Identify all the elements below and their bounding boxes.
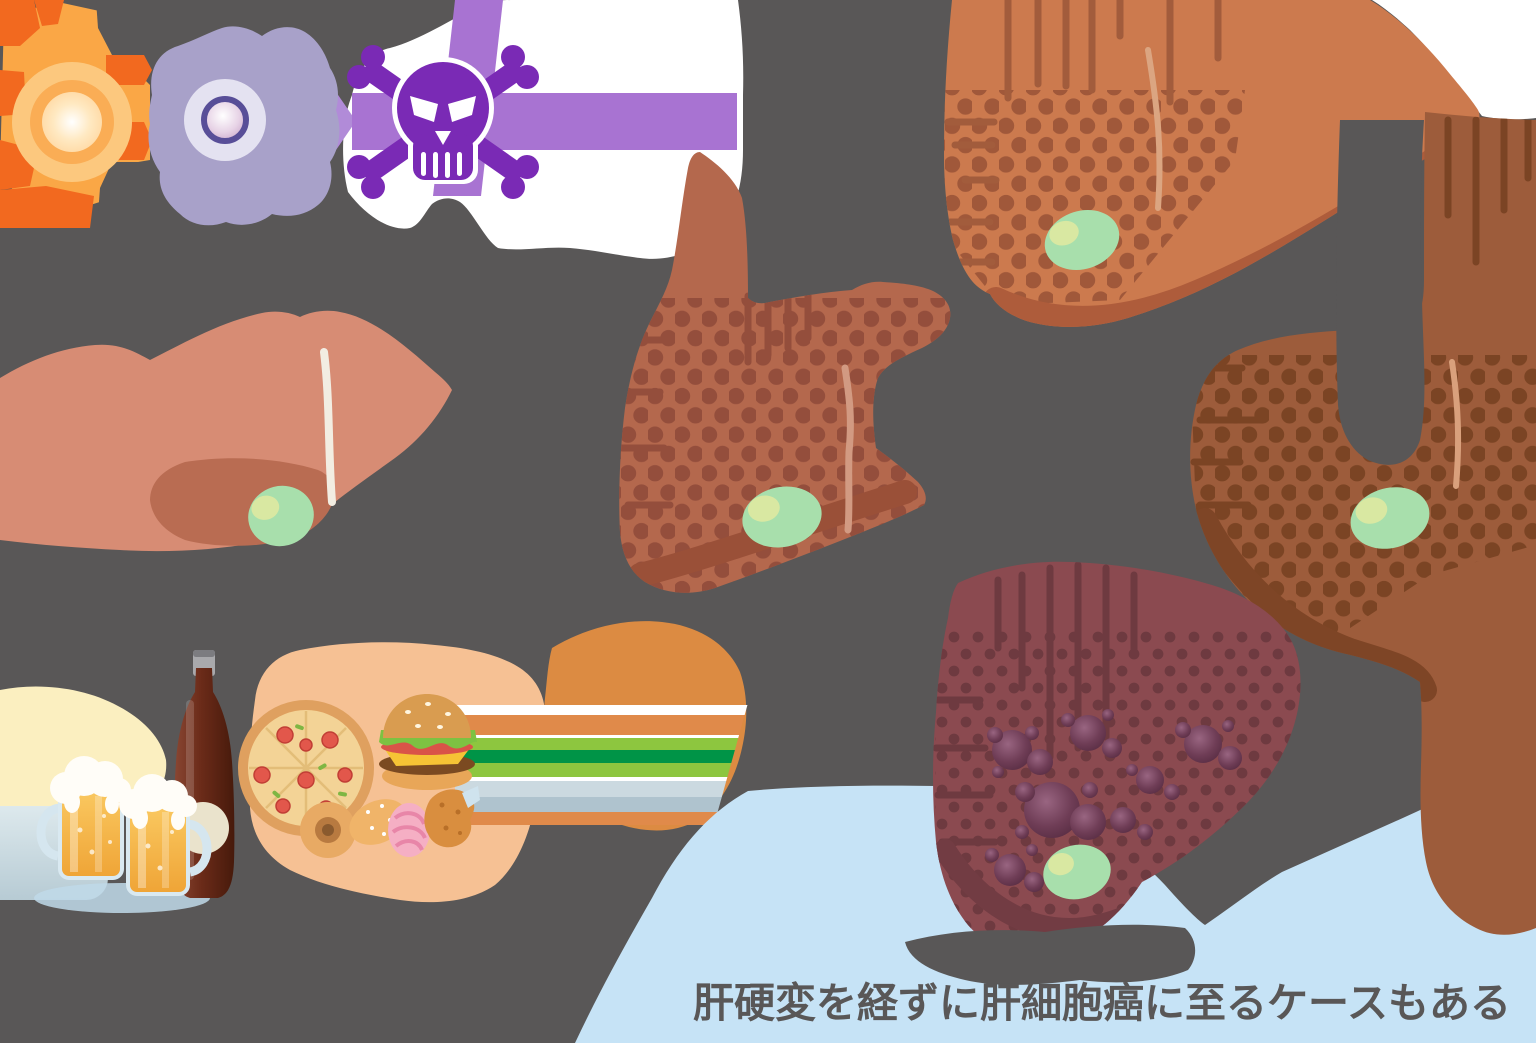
gallbladder-icon — [1350, 487, 1430, 549]
beer-foam — [119, 774, 197, 830]
tumor-clusters — [985, 709, 1242, 892]
burger-icon — [379, 694, 477, 790]
tumor-icon — [1126, 764, 1180, 800]
skull-eye-left — [410, 96, 438, 122]
cream-swirl-icon — [388, 803, 430, 857]
virus-cell-icon — [148, 26, 340, 226]
donut-icon — [300, 802, 356, 858]
cell-nucleus — [201, 96, 249, 144]
tumor-icon — [1061, 709, 1122, 758]
gallbladder-icon — [1044, 210, 1120, 270]
beer-foam — [50, 756, 131, 814]
skull-teeth — [421, 152, 462, 178]
gallbladder-icon — [1043, 844, 1111, 900]
alcohol-scene — [0, 650, 235, 913]
skull-nose — [435, 131, 451, 145]
skull-eye-right — [448, 96, 476, 122]
liver-stage3-illustration — [619, 152, 951, 593]
sesame-seeds — [405, 702, 451, 729]
white-region-top-right — [1372, 0, 1536, 120]
gray-blob — [1336, 120, 1425, 465]
tumor-icon — [1175, 720, 1242, 770]
gallbladder-icon — [248, 485, 314, 547]
tumor-icon — [1015, 782, 1106, 840]
beer-mug-icon — [119, 774, 212, 896]
tumor-icon — [1110, 807, 1153, 840]
fried-texture — [439, 802, 462, 835]
pizza-icon — [238, 700, 374, 836]
falciform-ligament — [320, 348, 336, 506]
liver-underside — [1193, 508, 1437, 702]
tumor-icon — [985, 844, 1044, 892]
healthy-liver-illustration — [0, 310, 452, 552]
fibrosis-lines — [944, 0, 1222, 266]
falciform-ligament — [1145, 47, 1163, 211]
falciform-ligament — [841, 364, 854, 534]
falciform-ligament — [1449, 359, 1462, 489]
striped-band — [455, 705, 748, 825]
shrimp-tail-icon — [462, 786, 480, 808]
pepper-bits — [272, 724, 347, 798]
gray-blob — [905, 924, 1196, 985]
tumor-icon — [987, 726, 1053, 778]
virus-sun-icon — [0, 0, 152, 228]
junk-food-scene — [238, 621, 748, 903]
caption-text: 肝硬変を経ずに肝細胞癌に至るケースもある — [693, 979, 1511, 1027]
toxin-skull-icon — [347, 45, 539, 199]
beer-mug-icon — [36, 756, 131, 880]
liver-stage4-illustration — [1190, 112, 1536, 935]
gallbladder-icon — [742, 486, 822, 548]
